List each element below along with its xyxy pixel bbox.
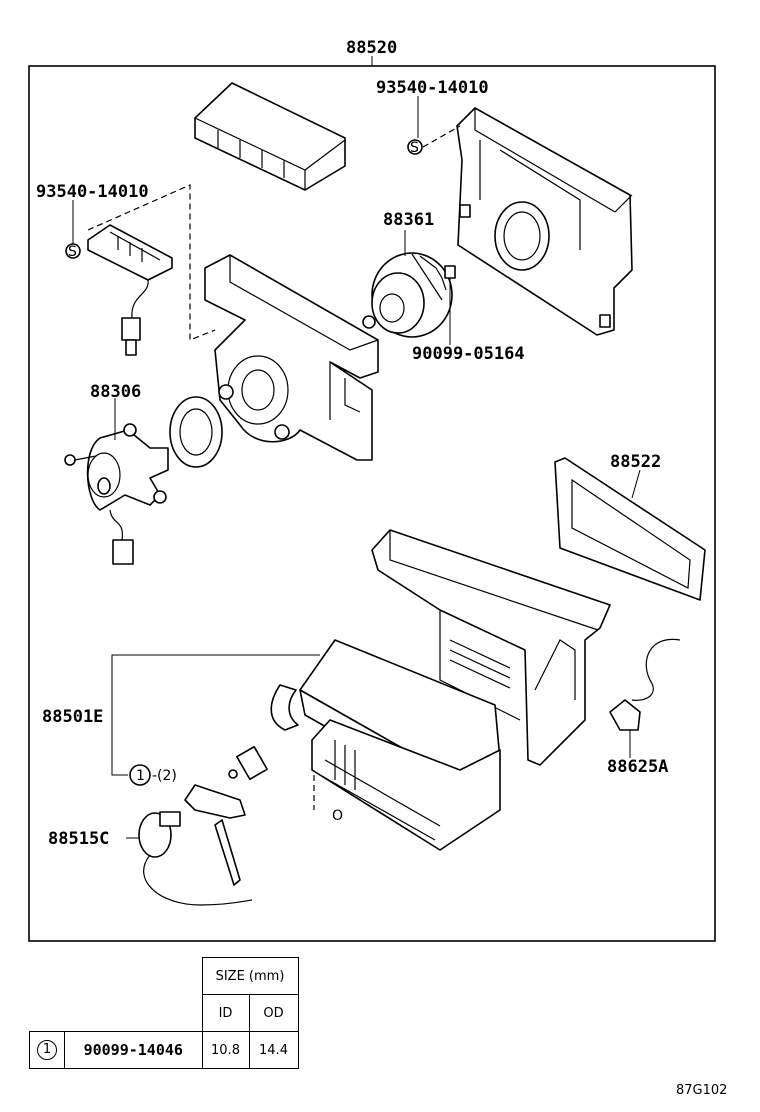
oring-ref-circle [129, 764, 151, 786]
row-part-number: 90099-14046 [64, 1031, 203, 1069]
oring [228, 769, 238, 779]
screw-top: S [407, 96, 461, 156]
exploded-parts-diagram: 88520 S 93540-14010 88361 90099-05164 [28, 38, 716, 942]
oring-mark: O [332, 808, 343, 824]
label-evaporator: 88501E [42, 707, 103, 727]
table-row: 1 90099-14046 10.8 14.4 [29, 1031, 299, 1069]
oring-ref-1: 1 [136, 768, 145, 784]
od-header: OD [248, 994, 299, 1032]
lower-case [371, 529, 611, 766]
row-ref: 1 [37, 1040, 57, 1060]
label-fan: 88361 [383, 210, 434, 230]
nut [444, 265, 456, 345]
seal-ring [169, 396, 223, 468]
label-nut: 90099-05164 [412, 344, 525, 364]
size-table: SIZE (mm) ID OD 1 90099-14046 10.8 14.4 [29, 957, 299, 1069]
washer [362, 315, 376, 329]
row-id-value: 10.8 [201, 1031, 250, 1069]
blower-fan [371, 230, 453, 338]
svg-text:S: S [68, 244, 77, 260]
id-header: ID [201, 994, 250, 1032]
air-filter-block [194, 82, 346, 191]
size-header: SIZE (mm) [201, 957, 299, 995]
filter-panel [554, 457, 706, 601]
evaporator [236, 639, 501, 851]
blower-housing [204, 254, 379, 461]
blower-motor [64, 398, 169, 565]
label-screw-left: 93540-14010 [36, 182, 149, 202]
label-valve: 88515C [48, 829, 109, 849]
label-filter: 88522 [610, 452, 661, 472]
svg-text:S: S [410, 140, 419, 156]
label-screw-top: 93540-14010 [376, 78, 489, 98]
label-sensor: 88625A [607, 757, 668, 777]
blower-resistor: S [65, 184, 216, 356]
thermistor-sensor [609, 638, 681, 758]
assembly-label-88520: 88520 [346, 38, 397, 58]
upper-case-plate [456, 107, 633, 336]
row-od-value: 14.4 [248, 1031, 299, 1069]
label-motor: 88306 [90, 382, 141, 402]
expansion-valve [126, 784, 253, 906]
document-code: 87G102 [676, 1083, 728, 1098]
oring-ref-2: -(2) [152, 768, 177, 784]
